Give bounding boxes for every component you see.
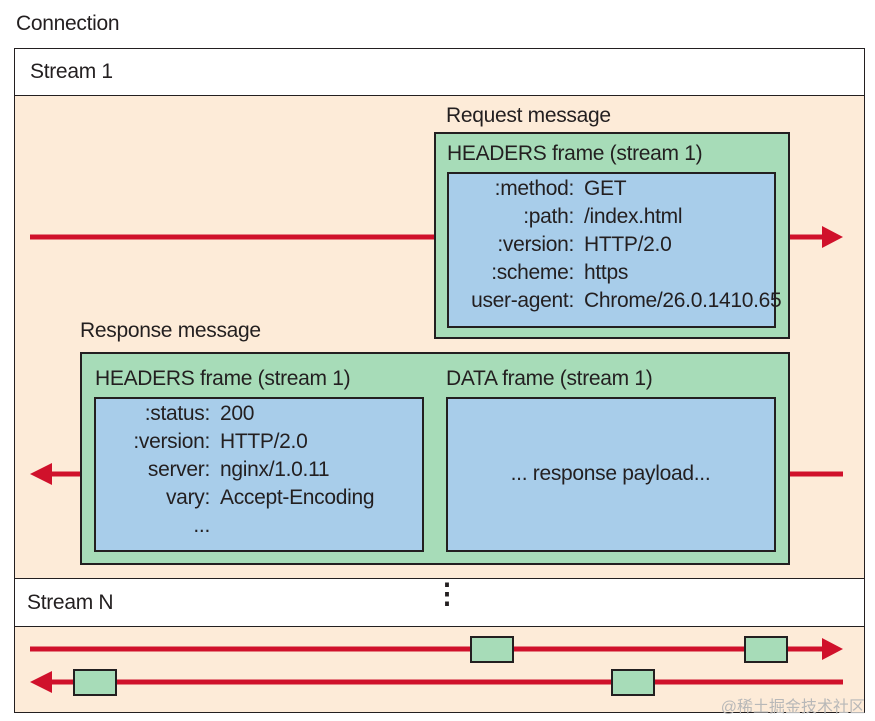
header-row: :version: HTTP/2.0 — [449, 233, 671, 257]
header-row: user-agent: Chrome/26.0.1410.65 — [449, 289, 782, 313]
response-message-title: Response message — [80, 319, 261, 342]
watermark-text: @稀土掘金技术社区 — [720, 699, 865, 716]
stream-n-frame-3 — [73, 669, 117, 696]
header-key: vary: — [165, 486, 210, 509]
request-headers-frame: HEADERS frame (stream 1) :method: GET :p… — [434, 132, 790, 339]
header-key: :method: — [494, 177, 575, 200]
response-headers-box: :status: 200 :version: HTTP/2.0 server: … — [94, 397, 424, 552]
header-row: :scheme: https — [449, 261, 628, 285]
header-value — [210, 514, 220, 538]
header-key: server: — [147, 458, 210, 481]
stream-n-bar: Stream N — [14, 578, 865, 627]
header-row: vary: Accept-Encoding — [96, 486, 375, 510]
stream-n-arrow-left-head — [30, 671, 52, 693]
header-value: Accept-Encoding — [220, 486, 375, 509]
stream-n-frame-1 — [470, 636, 514, 663]
header-value: 200 — [220, 402, 255, 425]
arrows — [30, 226, 843, 693]
stream-1-label: Stream 1 — [30, 60, 113, 83]
stream-n-label: Stream N — [27, 591, 114, 614]
header-row: :path: /index.html — [449, 205, 682, 229]
header-row: :method: GET — [449, 177, 627, 201]
header-key: :scheme: — [491, 261, 574, 284]
header-row: ... — [96, 514, 220, 538]
stream-n-frame-4 — [611, 669, 655, 696]
header-value: https — [584, 261, 629, 284]
request-headers-box: :method: GET :path: /index.html :version… — [447, 172, 782, 328]
response-payload-text: ... response payload... — [510, 462, 711, 485]
connection-label: Connection — [16, 12, 120, 35]
header-key: user-agent: — [471, 289, 574, 312]
request-message-title: Request message — [446, 104, 611, 127]
stream-n-body — [14, 627, 865, 713]
response-data-frame-title: DATA frame (stream 1) — [446, 367, 653, 390]
header-key: ... — [193, 514, 210, 537]
response-frames-container: HEADERS frame (stream 1) :status: 200 :v… — [80, 352, 790, 565]
stream-n-frame-2 — [744, 636, 788, 663]
header-value: nginx/1.0.11 — [220, 458, 330, 481]
header-row: :status: 200 — [96, 402, 255, 426]
request-arrow-head — [822, 226, 843, 248]
response-headers-frame-title: HEADERS frame (stream 1) — [95, 367, 351, 390]
header-value: HTTP/2.0 — [220, 430, 308, 453]
header-key: :status: — [144, 402, 211, 425]
header-value: HTTP/2.0 — [584, 233, 672, 256]
header-value: GET — [584, 177, 627, 200]
stream-n-arrow-right-head — [822, 638, 843, 660]
header-key: :version: — [133, 430, 210, 453]
stream-1-bar: Stream 1 — [14, 48, 865, 96]
header-value: Chrome/26.0.1410.65 — [584, 289, 782, 312]
header-key: :path: — [523, 205, 574, 228]
response-arrow-head — [30, 463, 52, 485]
header-key: :version: — [497, 233, 574, 256]
vertical-ellipsis: ⋮ — [433, 578, 461, 609]
header-row: server: nginx/1.0.11 — [96, 458, 330, 482]
request-headers-frame-title: HEADERS frame (stream 1) — [447, 142, 703, 165]
header-value: /index.html — [584, 205, 683, 228]
header-row: :version: HTTP/2.0 — [96, 430, 307, 454]
response-data-box: ... response payload... — [446, 397, 776, 552]
